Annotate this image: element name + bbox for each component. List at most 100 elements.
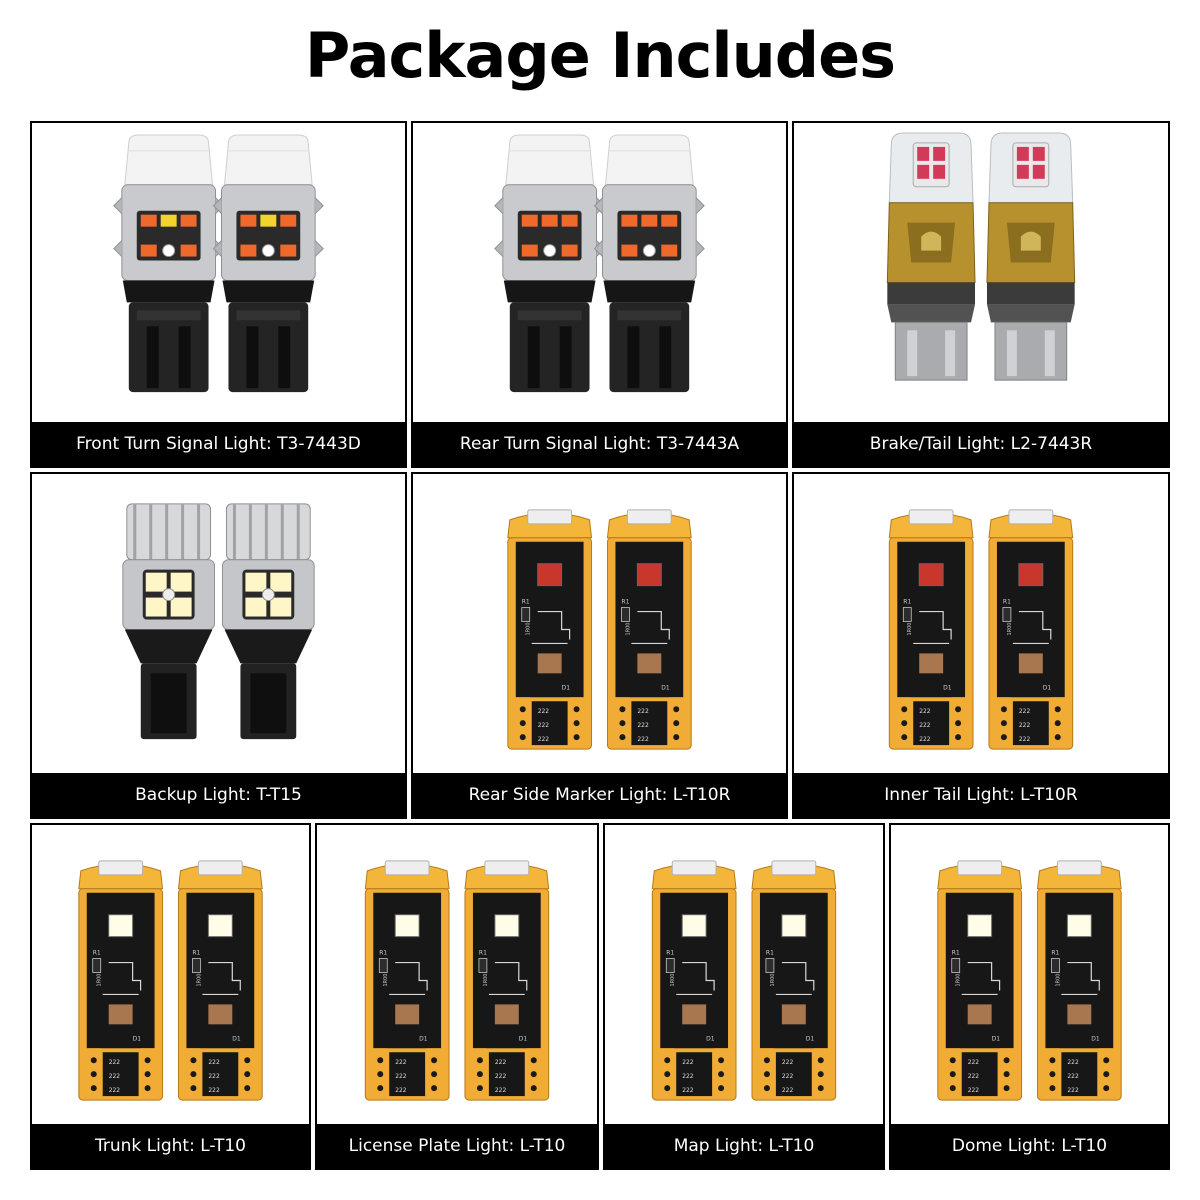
t10-pcb-bulb-pair: R1 1R00 D1 222 222 222 R1 1R00 D1 222 22… [651, 860, 837, 1101]
svg-text:222: 222 [968, 1087, 980, 1094]
svg-text:R1: R1 [766, 950, 774, 957]
item-card: R1 1R00 D1 222 222 222 R1 1R00 D1 222 22… [315, 823, 599, 1170]
svg-text:D1: D1 [419, 1035, 428, 1042]
bulb-image: R1 1R00 D1 222 222 222 R1 1R00 D1 222 22… [605, 825, 883, 1124]
svg-text:D1: D1 [661, 684, 670, 691]
item-card: Rear Turn Signal Light: T3-7443A [411, 121, 788, 468]
item-card: R1 1R00 D1 222 222 222 R1 1R00 D1 222 22… [889, 823, 1170, 1170]
svg-text:D1: D1 [133, 1035, 142, 1042]
svg-text:D1: D1 [519, 1035, 528, 1042]
item-caption: Map Light: L-T10 [605, 1124, 883, 1168]
item-caption: Backup Light: T-T15 [32, 773, 405, 817]
item-card: Front Turn Signal Light: T3-7443D [30, 121, 407, 468]
svg-text:R1: R1 [192, 950, 200, 957]
svg-text:D1: D1 [806, 1035, 815, 1042]
svg-text:1R00: 1R00 [907, 623, 913, 636]
svg-text:R1: R1 [93, 950, 101, 957]
svg-text:222: 222 [109, 1073, 121, 1080]
item-caption: Rear Side Marker Light: L-T10R [413, 773, 786, 817]
t3-wedge-bulb-pair [113, 134, 324, 393]
svg-text:222: 222 [538, 708, 550, 715]
svg-text:R1: R1 [479, 950, 487, 957]
svg-text:222: 222 [495, 1059, 507, 1066]
svg-text:222: 222 [1067, 1073, 1079, 1080]
item-caption: Rear Turn Signal Light: T3-7443A [413, 422, 786, 466]
svg-text:D1: D1 [706, 1035, 715, 1042]
bulb-image: R1 1R00 D1 222 222 222 R1 1R00 D1 222 22… [413, 474, 786, 773]
item-caption: Trunk Light: L-T10 [32, 1124, 309, 1168]
svg-text:222: 222 [782, 1087, 794, 1094]
svg-text:222: 222 [538, 722, 550, 729]
svg-text:D1: D1 [992, 1035, 1001, 1042]
item-caption: Front Turn Signal Light: T3-7443D [32, 422, 405, 466]
svg-text:222: 222 [682, 1059, 694, 1066]
svg-text:1R00: 1R00 [956, 974, 962, 987]
svg-text:222: 222 [208, 1059, 220, 1066]
svg-text:222: 222 [208, 1073, 220, 1080]
svg-text:1R00: 1R00 [670, 974, 676, 987]
item-card: Backup Light: T-T15 [30, 472, 407, 819]
svg-text:222: 222 [682, 1087, 694, 1094]
svg-text:222: 222 [395, 1059, 407, 1066]
bulb-image: R1 1R00 D1 222 222 222 R1 1R00 D1 222 22… [891, 825, 1168, 1124]
svg-text:222: 222 [495, 1073, 507, 1080]
t3-wedge-bulb-pair [494, 134, 705, 393]
svg-text:1R00: 1R00 [196, 974, 202, 987]
bulb-image [413, 123, 786, 422]
svg-text:222: 222 [109, 1059, 121, 1066]
bulb-image: R1 1R00 D1 222 222 222 R1 1R00 D1 222 22… [794, 474, 1168, 773]
svg-text:222: 222 [1067, 1059, 1079, 1066]
svg-text:222: 222 [1019, 708, 1031, 715]
t10-pcb-bulb-pair: R1 1R00 D1 222 222 222 R1 1R00 D1 222 22… [78, 860, 263, 1101]
svg-text:D1: D1 [943, 684, 952, 691]
t10-pcb-bulb-pair: R1 1R00 D1 222 222 222 R1 1R00 D1 222 22… [507, 509, 692, 750]
svg-text:222: 222 [919, 736, 931, 743]
svg-text:222: 222 [968, 1073, 980, 1080]
svg-text:1R00: 1R00 [483, 974, 489, 987]
item-caption: License Plate Light: L-T10 [317, 1124, 597, 1168]
svg-text:222: 222 [395, 1087, 407, 1094]
bulb-image: R1 1R00 D1 222 222 222 R1 1R00 D1 222 22… [317, 825, 597, 1124]
svg-text:D1: D1 [562, 684, 571, 691]
svg-text:D1: D1 [1043, 684, 1052, 691]
t10-pcb-bulb-pair: R1 1R00 D1 222 222 222 R1 1R00 D1 222 22… [888, 509, 1074, 750]
svg-text:R1: R1 [379, 950, 387, 957]
svg-text:222: 222 [1019, 722, 1031, 729]
svg-text:D1: D1 [232, 1035, 241, 1042]
l2-gold-bulb-pair [886, 132, 1076, 381]
svg-text:222: 222 [637, 722, 649, 729]
svg-text:222: 222 [1067, 1087, 1079, 1094]
svg-text:222: 222 [395, 1073, 407, 1080]
svg-text:R1: R1 [1003, 599, 1011, 606]
svg-text:R1: R1 [666, 950, 674, 957]
svg-text:R1: R1 [621, 599, 629, 606]
item-caption: Brake/Tail Light: L2-7443R [794, 422, 1168, 466]
svg-text:1R00: 1R00 [97, 974, 103, 987]
svg-text:1R00: 1R00 [1007, 623, 1013, 636]
svg-text:D1: D1 [1091, 1035, 1100, 1042]
svg-text:R1: R1 [903, 599, 911, 606]
item-card: R1 1R00 D1 222 222 222 R1 1R00 D1 222 22… [30, 823, 311, 1170]
svg-text:R1: R1 [522, 599, 530, 606]
bulb-image: R1 1R00 D1 222 222 222 R1 1R00 D1 222 22… [32, 825, 309, 1124]
svg-text:1R00: 1R00 [770, 974, 776, 987]
svg-text:222: 222 [968, 1059, 980, 1066]
t10-pcb-bulb-pair: R1 1R00 D1 222 222 222 R1 1R00 D1 222 22… [937, 860, 1122, 1101]
item-caption: Dome Light: L-T10 [891, 1124, 1168, 1168]
svg-text:1R00: 1R00 [383, 974, 389, 987]
svg-text:222: 222 [208, 1087, 220, 1094]
svg-text:222: 222 [782, 1059, 794, 1066]
page-title: Package Includes [304, 19, 896, 92]
t15-bulb-pair [122, 503, 315, 740]
svg-text:222: 222 [1019, 736, 1031, 743]
svg-text:1R00: 1R00 [625, 623, 631, 636]
item-card: R1 1R00 D1 222 222 222 R1 1R00 D1 222 22… [603, 823, 885, 1170]
svg-text:222: 222 [682, 1073, 694, 1080]
svg-text:222: 222 [919, 708, 931, 715]
svg-text:222: 222 [637, 708, 649, 715]
svg-text:1R00: 1R00 [526, 623, 532, 636]
bulb-image [32, 474, 405, 773]
svg-text:R1: R1 [952, 950, 960, 957]
svg-text:222: 222 [782, 1073, 794, 1080]
svg-text:222: 222 [109, 1087, 121, 1094]
